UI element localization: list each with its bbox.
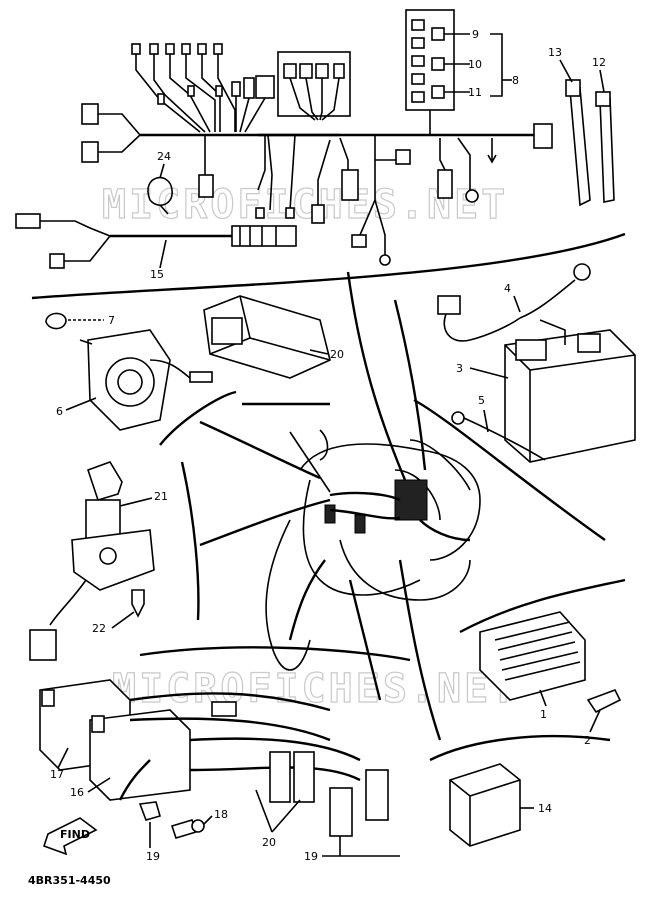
ground-cable [451, 411, 546, 461]
callout-16: 16 [70, 786, 84, 799]
callout-7: 7 [108, 314, 115, 327]
battery-cable [437, 263, 591, 342]
cable-ties [559, 59, 615, 207]
switch-separator [180, 461, 200, 621]
rubber-cap [45, 312, 67, 330]
callout-9: 9 [472, 28, 479, 41]
callout-22: 21 [154, 490, 168, 503]
callout-1: 1 [540, 708, 547, 721]
battery [504, 319, 636, 463]
callout-14: 14 [538, 802, 552, 815]
harness-top-connectors [131, 43, 275, 133]
harness-center-connectors [258, 51, 351, 137]
horn-separator [159, 390, 237, 446]
callout-15: 15 [150, 268, 164, 281]
callout-10: 10 [468, 58, 482, 71]
rectifier-regulator [479, 611, 586, 701]
rectifier-separator [459, 578, 626, 634]
fuse-block [405, 9, 512, 111]
callout-4: 4 [504, 282, 511, 295]
ignition-switch [29, 461, 155, 661]
callout-2: 2 [584, 734, 591, 747]
ignition-coils [39, 679, 389, 837]
harness-separator [31, 232, 626, 300]
rectifier-bolt [586, 689, 622, 714]
callout-21: 20 [330, 348, 344, 361]
callout-11: 11 [468, 86, 482, 99]
leader-lines [199, 271, 471, 741]
callout-20-a: 20 [262, 836, 276, 849]
callout-20-b: 19 [304, 850, 318, 863]
coil-bolt [170, 819, 205, 839]
find-label: FIND [60, 828, 90, 841]
find-arrow-icon: FIND [42, 817, 98, 856]
coil-nut [138, 801, 161, 821]
callout-8: 8 [512, 74, 519, 87]
callout-24: 24 [157, 150, 171, 163]
relay-separator [429, 734, 611, 762]
callout-6: 6 [56, 405, 63, 418]
diagram-code: 4BR351-4450 [28, 874, 111, 887]
coil-separator-2 [118, 759, 151, 801]
callout-12: 12 [592, 56, 606, 69]
callout-19: 19 [146, 850, 160, 863]
sub-harness [15, 213, 297, 269]
callout-13: 13 [548, 46, 562, 59]
callout-23: 22 [92, 622, 106, 635]
horn [79, 329, 213, 431]
callout-17: 17 [50, 768, 64, 781]
coil-separator [139, 646, 411, 662]
ecu-unit [203, 295, 331, 379]
callout-5: 5 [478, 394, 485, 407]
wire-harness [81, 43, 553, 266]
motorcycle-outline [265, 429, 481, 671]
callout-3: 3 [456, 362, 463, 375]
callout-18: 18 [214, 808, 228, 821]
relay [449, 763, 521, 847]
battery-separator [413, 398, 606, 541]
switch-bolt [131, 589, 145, 618]
wire-clamp [147, 176, 173, 215]
